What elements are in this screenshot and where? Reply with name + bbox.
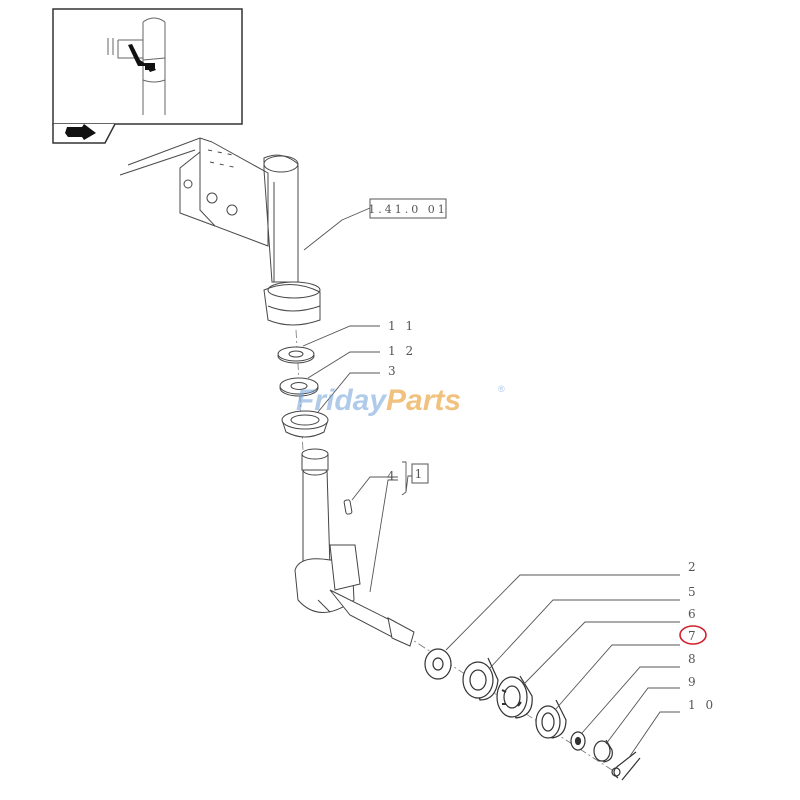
- reference-label: 1.41.0 01: [368, 203, 447, 216]
- overview-inset: [52, 8, 243, 125]
- callout-12[interactable]: 1 2: [388, 344, 416, 358]
- axle-housing: [119, 137, 321, 326]
- watermark-reg: ®: [498, 384, 505, 394]
- callout-4[interactable]: 4: [387, 469, 398, 483]
- steering-knuckle: [294, 448, 415, 647]
- callout-5[interactable]: 5: [688, 585, 699, 599]
- reference-box[interactable]: 1.41.0 01: [368, 198, 447, 219]
- washer-8: [570, 731, 586, 751]
- svg-text:FridayParts: FridayParts: [296, 384, 461, 417]
- callout-8[interactable]: 8: [688, 652, 699, 666]
- watermark-logo: FridayParts ®: [296, 384, 505, 417]
- leader-lines: [302, 207, 680, 757]
- bearing-6: [496, 675, 533, 719]
- watermark-part2: Parts: [386, 384, 461, 417]
- bearing-3: [281, 410, 329, 438]
- cotter-pin-10: [611, 751, 641, 781]
- group-box[interactable]: 1: [411, 463, 429, 484]
- callout-6[interactable]: 6: [688, 607, 699, 621]
- callout-7[interactable]: 7: [688, 629, 699, 643]
- bearing-cup-7: [535, 699, 567, 739]
- watermark-part1: Friday: [296, 384, 387, 417]
- callout-10[interactable]: 1 0: [688, 698, 716, 712]
- callout-3[interactable]: 3: [388, 364, 399, 378]
- washer-12: [279, 377, 319, 397]
- washer-11: [277, 346, 315, 364]
- callout-2[interactable]: 2: [688, 560, 699, 574]
- callout-9[interactable]: 9: [688, 675, 699, 689]
- seal-5: [462, 657, 499, 701]
- washer-2: [424, 648, 452, 680]
- highlight-ring: [679, 625, 707, 645]
- callout-11[interactable]: 1 1: [388, 319, 416, 333]
- group-label: 1: [415, 467, 426, 481]
- hand-pointer-icon[interactable]: [52, 123, 116, 144]
- nut-9: [593, 739, 613, 763]
